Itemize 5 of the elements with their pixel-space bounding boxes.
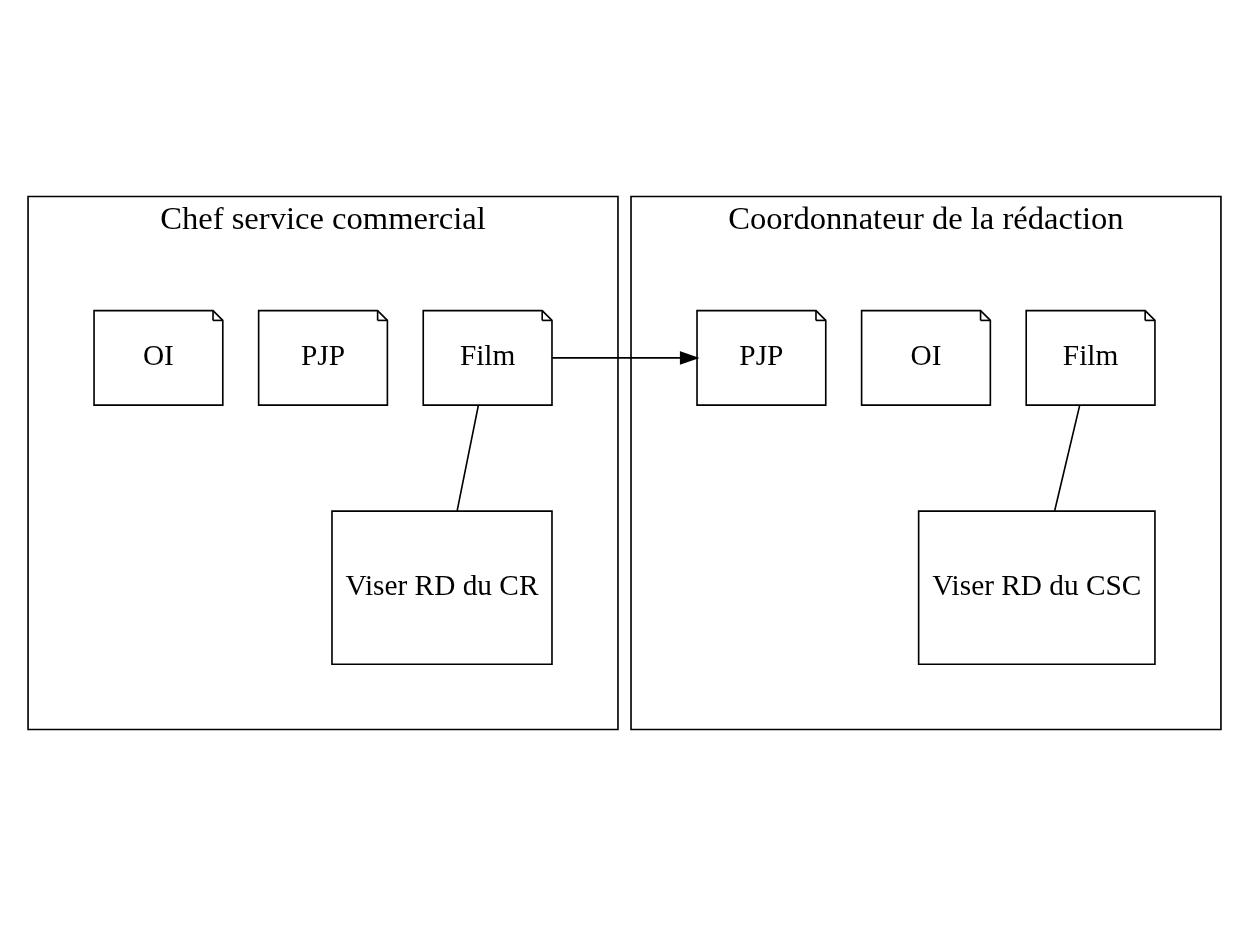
arrow [551,351,700,365]
node-box: Viser RD du CSC [917,510,1156,666]
connector [1053,404,1081,512]
node-box: Viser RD du CR [331,510,553,666]
connector [456,404,480,512]
